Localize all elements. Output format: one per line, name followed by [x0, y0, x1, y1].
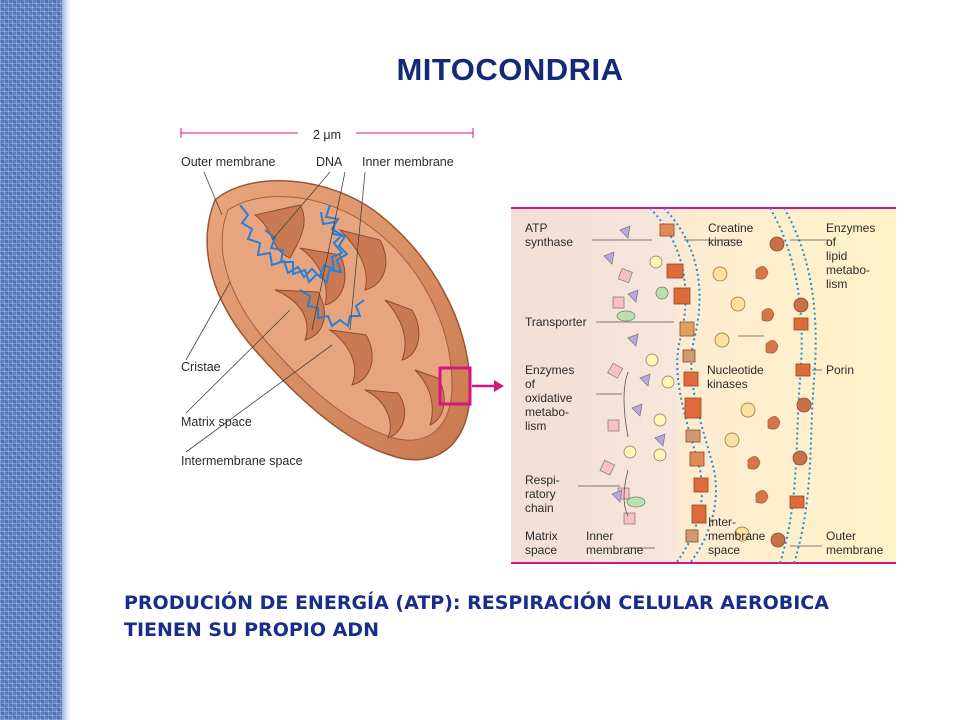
label-creatine-kinase: Creatine kinase — [708, 221, 754, 249]
label-respiratory-chain: Respi- ratory chain — [525, 473, 560, 515]
svg-text:Inner: Inner — [586, 529, 613, 543]
svg-text:Nucleotide: Nucleotide — [707, 363, 764, 377]
svg-text:Enzymes: Enzymes — [525, 363, 574, 377]
label-outer-membrane-detail: Outer membrane — [826, 529, 884, 557]
label-inner-membrane: Inner membrane — [362, 155, 454, 169]
right-leader-lines — [578, 239, 830, 549]
label-inner-membrane-detail: Inner membrane — [586, 529, 644, 557]
matrix-molecules — [599, 225, 675, 525]
label-transporter: Transporter — [525, 315, 587, 329]
caption-line-1: PRODUCIÓN DE ENERGÍA (ATP): RESPIRACIÓN … — [124, 592, 829, 614]
svg-text:of: of — [826, 235, 837, 249]
svg-text:space: space — [525, 543, 557, 557]
svg-text:Enzymes: Enzymes — [826, 221, 875, 235]
label-outer-membrane: Outer membrane — [181, 155, 276, 169]
mitochondrion — [206, 179, 504, 461]
svg-text:of: of — [525, 377, 536, 391]
label-intermembrane-space: Intermembrane space — [181, 454, 303, 468]
membrane-detail-panel — [511, 207, 896, 564]
dna-strand — [239, 204, 365, 328]
svg-text:kinase: kinase — [708, 235, 743, 249]
slide-caption: PRODUCIÓN DE ENERGÍA (ATP): RESPIRACIÓN … — [124, 590, 829, 644]
label-nucleotide-kinases: Nucleotide kinases — [707, 363, 764, 391]
scale-label: 2 μm — [313, 128, 341, 142]
svg-text:Creatine: Creatine — [708, 221, 754, 235]
arrow-icon — [494, 380, 504, 392]
label-dna: DNA — [316, 155, 343, 169]
intermembrane-molecules — [712, 266, 781, 542]
caption-line-2: TIENEN SU PROPIO ADN — [124, 619, 379, 641]
svg-text:chain: chain — [525, 501, 554, 515]
svg-text:space: space — [708, 543, 740, 557]
svg-text:Inter-: Inter- — [708, 515, 736, 529]
scale-bar — [180, 124, 474, 142]
svg-text:Outer: Outer — [826, 529, 856, 543]
slide-title: MITOCONDRIA — [396, 52, 624, 87]
svg-text:synthase: synthase — [525, 235, 573, 249]
svg-text:lipid: lipid — [826, 249, 847, 263]
membrane-proteins — [659, 223, 812, 548]
svg-text:kinases: kinases — [707, 377, 748, 391]
label-matrix-space-detail: Matrix space — [525, 529, 558, 557]
svg-text:metabo-: metabo- — [826, 263, 870, 277]
label-intermembrane-space-detail: Inter- membrane space — [708, 515, 766, 557]
label-enzymes-oxidative: Enzymes of oxidative metabo- lism — [525, 363, 574, 433]
svg-text:metabo-: metabo- — [525, 405, 569, 419]
label-cristae: Cristae — [181, 360, 221, 374]
cristae-folds — [253, 204, 445, 439]
svg-text:ATP: ATP — [525, 221, 547, 235]
label-matrix-space: Matrix space — [181, 415, 252, 429]
svg-text:membrane: membrane — [826, 543, 884, 557]
highlight-box — [438, 366, 472, 406]
svg-text:Matrix: Matrix — [525, 529, 558, 543]
left-leader-lines — [185, 171, 366, 453]
svg-text:ratory: ratory — [525, 487, 556, 501]
svg-text:lism: lism — [826, 277, 847, 291]
decorative-side-bar — [0, 0, 62, 720]
svg-text:membrane: membrane — [708, 529, 766, 543]
svg-text:oxidative: oxidative — [525, 391, 573, 405]
side-bar-edge — [62, 0, 72, 720]
label-atp-synthase: ATP synthase — [525, 221, 573, 249]
label-enzymes-lipid: Enzymes of lipid metabo- lism — [826, 221, 875, 291]
svg-text:Respi-: Respi- — [525, 473, 560, 487]
svg-text:lism: lism — [525, 419, 546, 433]
svg-text:membrane: membrane — [586, 543, 644, 557]
label-porin: Porin — [826, 363, 854, 377]
